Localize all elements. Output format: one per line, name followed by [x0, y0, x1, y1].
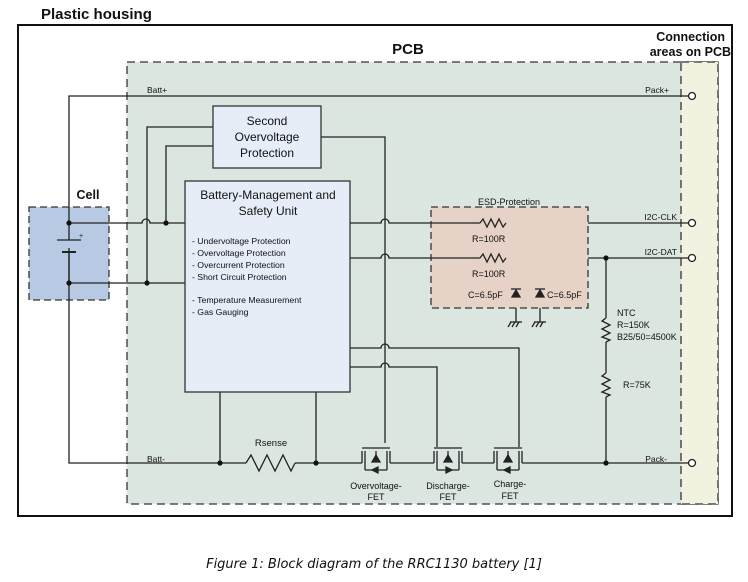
bmsu-feature: - Undervoltage Protection: [192, 236, 291, 246]
second-ovp-line2: Overvoltage: [235, 130, 300, 144]
bmsu-feature: - Overcurrent Protection: [192, 260, 285, 270]
i2c-dat-wire: [350, 253, 480, 259]
esd-components: [431, 217, 546, 328]
overvoltage-fet-label-2: FET: [368, 492, 386, 502]
cell-plus-sense-wire: [69, 218, 185, 224]
pack-minus-terminal-icon: [687, 458, 697, 468]
overvoltage-fet-label: Overvoltage-: [350, 481, 402, 491]
pack-plus-label: Pack+: [645, 85, 669, 95]
ntc-beta: B25/50=4500K: [617, 332, 677, 342]
i2c-dat-label: I2C-DAT: [645, 247, 677, 257]
r75-label: R=75K: [623, 380, 651, 390]
ntc-label: NTC: [617, 308, 636, 318]
second-ovp-line1: Second: [247, 114, 288, 128]
i2c-dat-terminal-icon: [687, 253, 697, 263]
batt-plus-wire: [68, 95, 690, 223]
bmsu-block: [184, 180, 351, 393]
pcb-label: PCB: [392, 41, 424, 58]
i2c-clk-label: I2C-CLK: [644, 212, 677, 222]
battery-symbol-icon: [57, 239, 81, 253]
discharge-fet-label: Discharge-: [426, 481, 470, 491]
figure-caption: Figure 1: Block diagram of the RRC1130 b…: [206, 557, 542, 572]
discharge-fet-icon: [433, 447, 463, 475]
charge-fet-label-2: FET: [502, 491, 520, 501]
bmsu-feature: - Short Circuit Protection: [192, 272, 287, 282]
bmsu-title-line2: Safety Unit: [239, 204, 298, 218]
battery-plus-sign: +: [79, 233, 83, 240]
esd-resistor-2: [479, 252, 507, 264]
pack-minus-label: Pack-: [645, 454, 667, 464]
terminals: [687, 91, 697, 468]
esd-r2-label: R=100R: [472, 269, 506, 279]
rsense-label: Rsense: [255, 438, 287, 449]
bmsu-feature: - Temperature Measurement: [192, 295, 302, 305]
ovp-sense-wire-1: [146, 126, 213, 283]
cell-label: Cell: [77, 188, 100, 202]
charge-fet-icon: [493, 447, 523, 475]
i2c-clk-terminal-icon: [687, 218, 697, 228]
overvoltage-fet-icon: [361, 447, 391, 475]
esd-c1-label: C=6.5pF: [468, 290, 503, 300]
charge-fet-label: Charge-: [494, 479, 527, 489]
ntc-resistance: R=150K: [617, 320, 650, 330]
ovp-output-wire: [321, 136, 386, 443]
esd-resistor-1: [479, 217, 507, 229]
connection-area: [680, 61, 719, 505]
discharge-fet-gate-wire: [350, 362, 438, 447]
pack-plus-terminal-icon: [687, 91, 697, 101]
bmsu-title-line1: Battery-Management and: [200, 188, 335, 202]
connection-label-line2: areas on PCB: [650, 45, 731, 59]
esd-title: ESD-Protection: [478, 197, 540, 207]
r75-resistor: [600, 372, 612, 398]
tvs-diode-2-icon: [534, 288, 546, 298]
batt-minus-wire-left: [68, 248, 220, 464]
ovp-sense-wire-2: [165, 145, 213, 223]
esd-r1-label: R=100R: [472, 234, 506, 244]
plastic-housing: [17, 24, 733, 517]
connection-label-line1: Connection: [656, 30, 725, 44]
esd-c2-label: C=6.5pF: [547, 290, 582, 300]
second-ovp-line3: Protection: [240, 146, 294, 160]
tvs-diode-1-icon: [510, 288, 522, 298]
fets: [361, 447, 523, 475]
discharge-fet-label-2: FET: [440, 492, 458, 502]
i2c-clk-wire: [350, 218, 480, 224]
batt-plus-label: Batt+: [147, 85, 167, 95]
second-ovp-block: [212, 105, 322, 169]
rsense-resistor: [245, 453, 296, 473]
housing-label: Plastic housing: [41, 6, 152, 23]
bmsu-feature: - Overvoltage Protection: [192, 248, 286, 258]
bmsu-feature: - Gas Gauging: [192, 307, 249, 317]
charge-fet-gate-wire: [350, 343, 520, 447]
ntc-resistor: [600, 317, 612, 343]
batt-minus-label: Batt-: [147, 454, 165, 464]
